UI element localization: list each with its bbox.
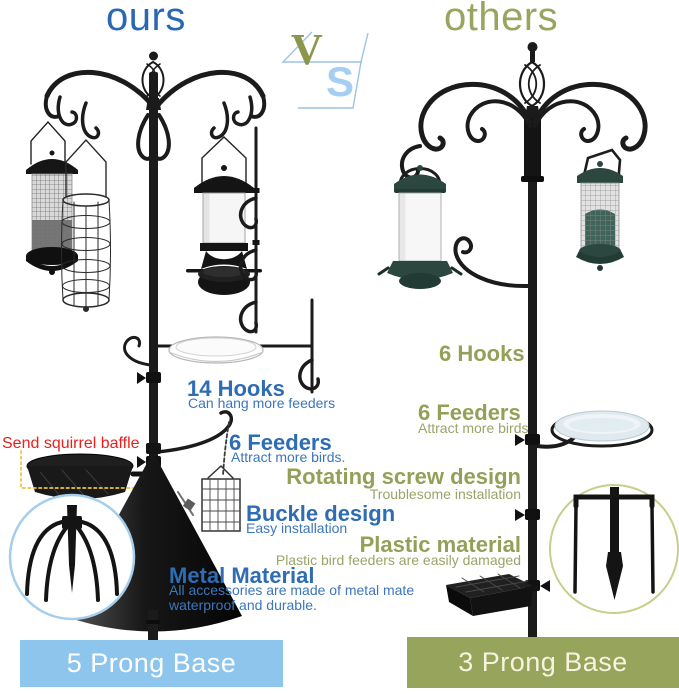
squirrel-baffle-callout: Send squirrel baffle xyxy=(2,435,140,452)
clear-tube-feeder xyxy=(377,144,463,289)
right-title: others xyxy=(444,0,559,39)
suet-cage-feeder xyxy=(155,410,241,532)
five-prong-banner-label: 5 Prong Base xyxy=(66,648,237,678)
mesh-tube-feeder xyxy=(26,120,78,275)
others-feeders-sub: Attract more birds xyxy=(418,420,529,436)
feature-feeders-heading: 6 Feeders xyxy=(229,430,332,455)
vs-letter-v: V xyxy=(291,25,323,74)
others-plastic-heading: Plastic material xyxy=(359,532,521,557)
three-prong-banner: 3 Prong Base xyxy=(407,637,679,688)
vs-logo-lines xyxy=(281,31,369,109)
vs-letter-s: S xyxy=(326,58,355,105)
squirrel-baffle-tray xyxy=(20,450,153,499)
hook-rod xyxy=(238,126,260,334)
right-arches xyxy=(418,81,648,152)
side-hook-arm xyxy=(453,236,530,289)
feature-buckle-sub: Easy installation xyxy=(246,520,348,536)
black-mesh-tray xyxy=(446,573,538,616)
feature-hooks-heading: 14 Hooks xyxy=(187,376,285,401)
five-prong-base-inset xyxy=(8,493,136,621)
five-prong-banner: 5 Prong Base xyxy=(20,640,283,687)
others-feeders-heading: 6 Feeders xyxy=(418,400,521,425)
feature-buckle-heading: Buckle design xyxy=(246,501,396,526)
left-arches xyxy=(43,69,267,161)
feature-hooks-sub: Can hang more feeders xyxy=(188,395,336,411)
feature-metal-sub: All accessories are made of metal mate w… xyxy=(169,582,415,614)
others-plastic-sub: Plastic bird feeders are easily damaged xyxy=(275,552,521,568)
others-screw-heading: Rotating screw design xyxy=(286,464,521,489)
others-screw-sub: Troublesome installation xyxy=(369,486,521,502)
left-station xyxy=(8,51,321,642)
bird-bath-bowl xyxy=(535,410,654,449)
feature-metal-heading: Metal Material xyxy=(169,563,315,588)
right-station xyxy=(377,42,679,642)
others-hooks-heading: 6 Hooks xyxy=(439,341,525,366)
left-title: ours xyxy=(106,0,186,39)
baffle-callout-dashes xyxy=(20,450,147,495)
three-prong-base-inset xyxy=(549,484,679,614)
cage-feeder xyxy=(61,138,111,312)
black-tube-feeder xyxy=(186,136,262,295)
three-prong-banner-label: 3 Prong Base xyxy=(458,647,628,677)
pole-clamps-right xyxy=(515,434,550,592)
green-mesh-feeder xyxy=(576,148,624,271)
feature-feeders-sub: Attract more birds. xyxy=(231,449,346,465)
seed-tray-white xyxy=(156,298,321,394)
